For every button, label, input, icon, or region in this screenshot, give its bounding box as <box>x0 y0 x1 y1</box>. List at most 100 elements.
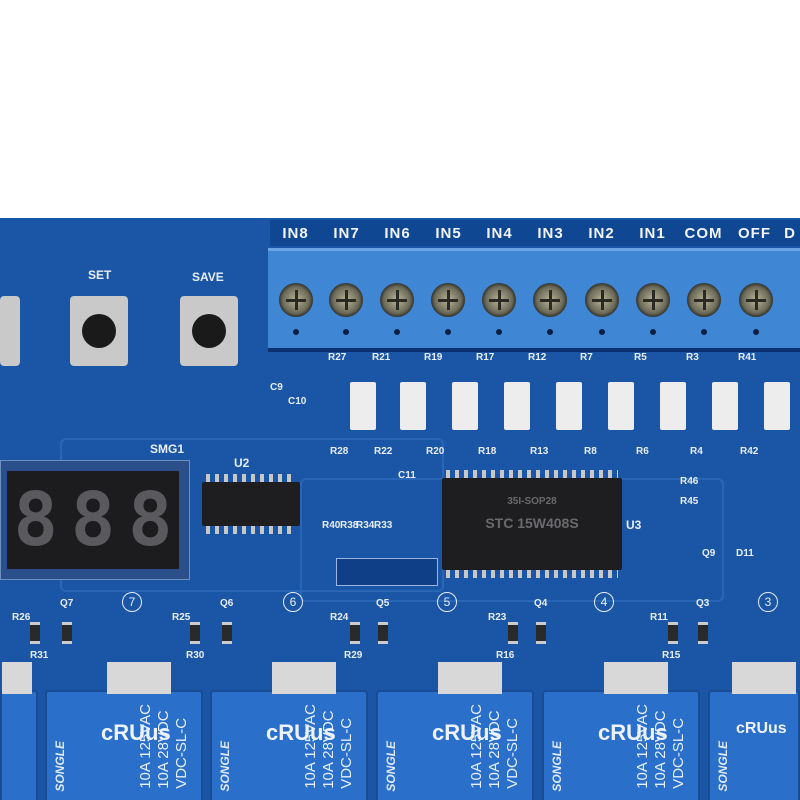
set-button[interactable] <box>70 296 128 366</box>
terminal-label: IN3 <box>537 224 564 242</box>
silkscreen-ref: Q3 <box>696 598 710 609</box>
terminal-label: D <box>784 224 796 242</box>
relay-cert: cRUus <box>432 720 502 745</box>
silkscreen-ref: R17 <box>476 352 495 363</box>
silkscreen-ref: R22 <box>374 446 393 457</box>
relay-tab <box>272 662 336 694</box>
optocoupler <box>350 382 376 430</box>
relay-cert: cRUus <box>598 720 668 745</box>
terminal-screw[interactable] <box>279 283 313 317</box>
display-digit: 8 <box>128 477 173 563</box>
smd-component <box>536 622 546 644</box>
silkscreen-ref: R4 <box>690 446 703 457</box>
smd-component <box>698 622 708 644</box>
silkscreen-ref: R20 <box>426 446 445 457</box>
wire-hole <box>599 329 605 335</box>
smd-component <box>190 622 200 644</box>
silkscreen-ref: R41 <box>738 352 757 363</box>
silkscreen-ref: R30 <box>186 650 205 661</box>
optocoupler <box>764 382 790 430</box>
silkscreen-ref: R24 <box>330 612 349 623</box>
silkscreen-ref: R5 <box>634 352 647 363</box>
relay-tab <box>107 662 171 694</box>
silkscreen-ref: R34 <box>356 520 375 531</box>
silkscreen-ref: R16 <box>496 650 515 661</box>
relay-brand: SONGLE <box>716 741 730 792</box>
silkscreen-ref: R31 <box>30 650 49 661</box>
silkscreen-ref: R45 <box>680 496 699 507</box>
wire-hole <box>547 329 553 335</box>
silkscreen-ref: R40 <box>322 520 341 531</box>
terminal-screw[interactable] <box>636 283 670 317</box>
relay-brand: SONGLE <box>218 741 232 792</box>
wire-hole <box>343 329 349 335</box>
silkscreen-ref: R6 <box>636 446 649 457</box>
silkscreen-ref: R19 <box>424 352 443 363</box>
silkscreen-ref: C9 <box>270 382 283 393</box>
seven-segment-display: 8 8 8 <box>0 460 190 580</box>
smd-component <box>62 622 72 644</box>
silkscreen-ref: R7 <box>580 352 593 363</box>
terminal-screw[interactable] <box>482 283 516 317</box>
silkscreen-ref: R29 <box>344 650 363 661</box>
wire-hole <box>496 329 502 335</box>
optocoupler <box>452 382 478 430</box>
header-pins <box>336 558 438 586</box>
smd-component <box>350 622 360 644</box>
terminal-screw[interactable] <box>329 283 363 317</box>
silkscreen-ref: R18 <box>478 446 497 457</box>
smd-component <box>668 622 678 644</box>
wire-hole <box>293 329 299 335</box>
terminal-screw[interactable] <box>585 283 619 317</box>
wire-hole <box>650 329 656 335</box>
optocoupler <box>504 382 530 430</box>
screw-terminal-block <box>268 248 800 348</box>
terminal-label: IN7 <box>333 224 360 242</box>
optocoupler <box>712 382 738 430</box>
terminal-screw[interactable] <box>431 283 465 317</box>
silkscreen-ref: R12 <box>528 352 547 363</box>
terminal-screw[interactable] <box>687 283 721 317</box>
u2-label: U2 <box>234 456 250 470</box>
wire-hole <box>753 329 759 335</box>
silkscreen-ref: D11 <box>736 548 754 559</box>
save-label: SAVE <box>192 270 224 284</box>
silkscreen-ref: R25 <box>172 612 191 623</box>
channel-number: 7 <box>122 592 142 612</box>
silkscreen-ref: Q6 <box>220 598 234 609</box>
optocoupler <box>400 382 426 430</box>
relay-cert: cRUus <box>266 720 336 745</box>
terminal-screw[interactable] <box>739 283 773 317</box>
terminal-label: IN6 <box>384 224 411 242</box>
chip-sub-marking: 35I-SOP28 <box>507 496 557 508</box>
button-cap <box>192 314 226 348</box>
terminal-label: IN1 <box>639 224 666 242</box>
silkscreen-ref: R21 <box>372 352 391 363</box>
wire-hole <box>445 329 451 335</box>
button-cap <box>82 314 116 348</box>
terminal-screw[interactable] <box>380 283 414 317</box>
terminal-label: COM <box>684 224 723 242</box>
silkscreen-ref: R33 <box>374 520 393 531</box>
terminal-label: IN5 <box>435 224 462 242</box>
wire-hole <box>394 329 400 335</box>
silkscreen-ref: Q4 <box>534 598 548 609</box>
terminal-screw[interactable] <box>533 283 567 317</box>
save-button[interactable] <box>180 296 238 366</box>
relay-tab <box>732 662 796 694</box>
push-button[interactable] <box>0 296 20 366</box>
relay-cert: cRUus <box>736 720 787 737</box>
relay: SONGLE cRUus <box>708 662 800 800</box>
silkscreen-ref: R38 <box>340 520 359 531</box>
terminal-label: IN2 <box>588 224 615 242</box>
silkscreen-ref: R3 <box>686 352 699 363</box>
silkscreen-ref: Q9 <box>702 548 716 559</box>
chip-marking: STC 15W408S <box>485 514 579 531</box>
terminal-label: IN4 <box>486 224 513 242</box>
